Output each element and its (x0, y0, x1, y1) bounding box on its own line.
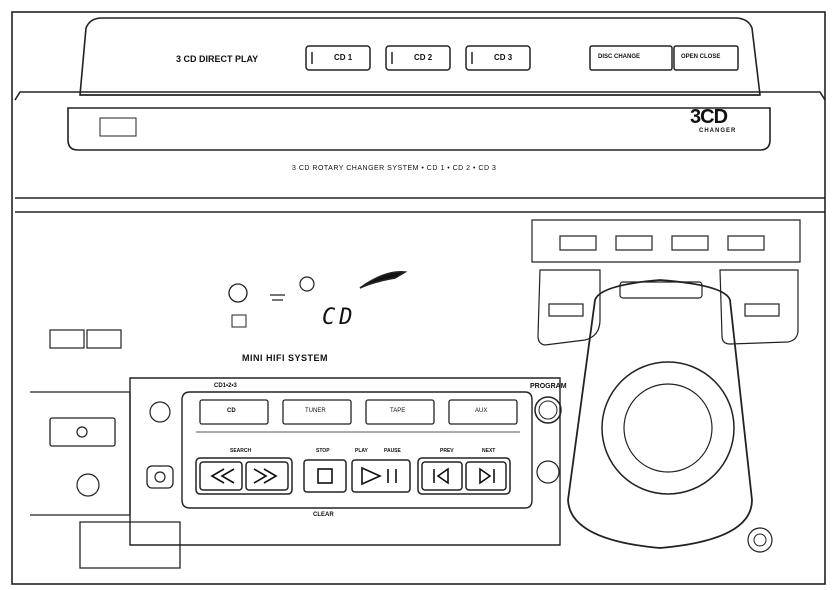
preset-button-3[interactable] (671, 235, 709, 251)
power-button[interactable] (49, 417, 116, 447)
bottom-right-knob[interactable] (747, 527, 773, 553)
side-button-right[interactable] (744, 303, 780, 317)
display-readout: CD (322, 305, 357, 330)
cd2-label: CD 2 (414, 53, 433, 62)
jog-dial-housing (567, 279, 753, 549)
program-button[interactable] (534, 396, 562, 424)
upper-right-panel (531, 219, 801, 263)
top-lid (79, 17, 761, 96)
changer-logo-sub: CHANGER (699, 128, 737, 134)
preset-button-1[interactable] (559, 235, 597, 251)
cd3-label: CD 3 (494, 53, 513, 62)
outer-frame (11, 11, 826, 585)
rewind-icon (210, 468, 235, 484)
prev-icon (433, 467, 449, 485)
disc-change-label: DISC CHANGE (598, 54, 641, 60)
right-round-button[interactable] (536, 460, 560, 484)
stop-button[interactable] (303, 459, 347, 493)
open-close-label: OPEN CLOSE (681, 54, 721, 60)
source-aux-label: AUX (475, 408, 488, 414)
power-icon (76, 426, 88, 438)
dial-top-button[interactable] (619, 281, 703, 299)
control-cluster (181, 391, 533, 509)
tape-icon (270, 294, 285, 301)
source-tape-label: TAPE (390, 408, 406, 414)
clear-label: CLEAR (313, 512, 334, 518)
pause-icon (387, 469, 397, 483)
disc-tray-icon (231, 314, 247, 328)
cd-tray (67, 107, 771, 151)
system-name: MINI HIFI SYSTEM (242, 353, 329, 363)
preset-button-2[interactable] (615, 235, 653, 251)
headphone-jack[interactable] (76, 473, 100, 497)
display-button-1[interactable] (49, 329, 85, 349)
side-button-left[interactable] (548, 303, 584, 317)
direct-play-label: 3 CD DIRECT PLAY (176, 54, 259, 64)
cd1-button[interactable] (305, 45, 371, 71)
disc-change-button[interactable] (589, 45, 673, 71)
stop-icon (317, 468, 333, 484)
system-caption: 3 CD ROTARY CHANGER SYSTEM • CD 1 • CD 2… (292, 165, 497, 172)
cd3-button[interactable] (465, 45, 531, 71)
pause-label: PAUSE (384, 448, 401, 454)
volume-dial[interactable] (601, 361, 735, 495)
search-label: SEARCH (230, 448, 252, 454)
sound-icon (228, 283, 248, 303)
preset-button-4[interactable] (727, 235, 765, 251)
next-icon (479, 467, 495, 485)
display-button-2[interactable] (86, 329, 122, 349)
mode-button[interactable] (146, 465, 174, 489)
cd2-button[interactable] (385, 45, 451, 71)
source-group-label: CD1•2•3 (214, 383, 237, 389)
left-round-button[interactable] (149, 401, 171, 423)
prev-label: PREV (440, 448, 454, 454)
source-button-tuner[interactable] (282, 399, 352, 425)
changer-logo: 3CD (690, 106, 728, 128)
next-button[interactable] (465, 461, 507, 491)
source-button-aux[interactable] (448, 399, 518, 425)
source-button-tape[interactable] (365, 399, 435, 425)
play-icon (361, 466, 382, 486)
open-close-button[interactable] (673, 45, 739, 71)
source-button-cd[interactable] (199, 399, 269, 425)
cd1-label: CD 1 (334, 53, 353, 62)
next-label: NEXT (482, 448, 496, 454)
level-meter-icon (359, 271, 408, 289)
play-label: PLAY (355, 448, 368, 454)
source-cd-label: CD (227, 408, 236, 414)
source-tuner-label: TUNER (305, 408, 326, 414)
lid-rim (14, 91, 826, 101)
stop-label: STOP (316, 448, 330, 454)
remote-sensor-tab (79, 521, 181, 569)
fast-forward-icon (253, 468, 278, 484)
surround-icon (299, 276, 315, 292)
program-label: PROGRAM (530, 383, 567, 390)
prev-button[interactable] (421, 461, 463, 491)
cd-logo-badge (99, 117, 137, 137)
